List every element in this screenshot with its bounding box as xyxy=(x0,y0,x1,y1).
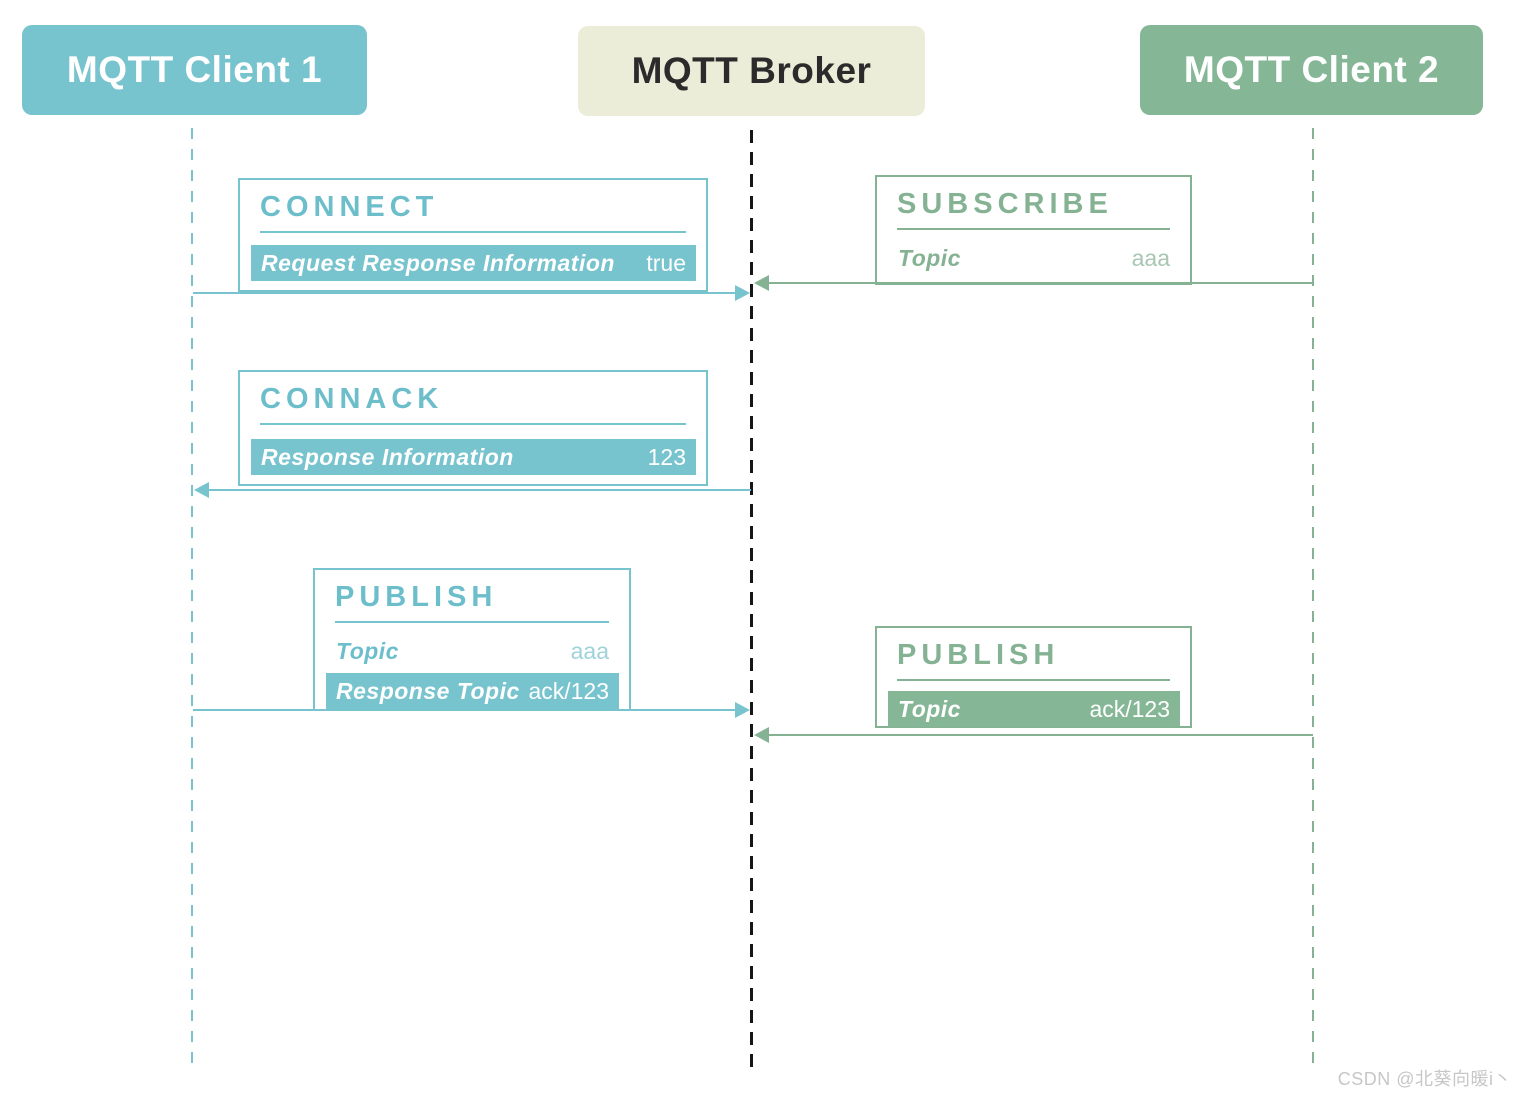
property-value: ack/123 xyxy=(528,677,609,704)
property-label: Topic xyxy=(898,695,961,722)
property-row: Topic aaa xyxy=(326,633,619,669)
lifeline-broker xyxy=(750,130,753,1070)
message-rows: Topic aaa Response Topic ack/123 xyxy=(315,623,629,718)
property-row: Topic ack/123 xyxy=(888,691,1180,727)
message-card-publish-client2: PUBLISH Topic ack/123 xyxy=(875,626,1192,728)
actor-label: MQTT Client 1 xyxy=(66,49,323,90)
title-divider xyxy=(897,228,1170,230)
actor-mqtt-client-1: MQTT Client 1 xyxy=(22,25,367,115)
message-title: CONNECT xyxy=(260,191,439,223)
arrow-connect-client1-to-broker xyxy=(193,285,750,301)
title-divider xyxy=(335,621,609,623)
message-title: CONNACK xyxy=(260,383,444,415)
message-card-publish-client1: PUBLISH Topic aaa Response Topic ack/123 xyxy=(313,568,631,711)
message-rows: Topic aaa xyxy=(877,230,1190,285)
property-value: aaa xyxy=(570,637,609,664)
arrowhead-left-icon xyxy=(754,275,769,291)
message-card-connect: CONNECT Request Response Information tru… xyxy=(238,178,708,292)
lifeline-client2 xyxy=(1312,128,1314,1070)
title-divider xyxy=(260,231,686,233)
arrowhead-left-icon xyxy=(194,482,209,498)
message-card-connack: CONNACK Response Information 123 xyxy=(238,370,708,486)
arrowhead-left-icon xyxy=(754,727,769,743)
actor-label: MQTT Client 2 xyxy=(1183,49,1440,90)
message-title: SUBSCRIBE xyxy=(897,188,1113,220)
property-value: true xyxy=(646,249,686,276)
message-card-subscribe: SUBSCRIBE Topic aaa xyxy=(875,175,1192,285)
arrow-connack-broker-to-client1 xyxy=(194,482,751,498)
arrow-publish-client1-to-broker xyxy=(193,702,750,718)
property-label: Topic xyxy=(898,244,961,271)
message-title: PUBLISH xyxy=(335,581,498,613)
property-label: Request Response Information xyxy=(261,249,615,276)
actor-mqtt-broker: MQTT Broker xyxy=(578,26,925,116)
property-value: 123 xyxy=(647,443,686,470)
property-row: Request Response Information true xyxy=(251,245,696,281)
property-value: aaa xyxy=(1131,244,1170,271)
property-label: Topic xyxy=(336,637,399,664)
property-label: Response Information xyxy=(261,443,514,470)
property-row: Topic aaa xyxy=(888,240,1180,276)
watermark-text: CSDN @北葵向暖i丶 xyxy=(1337,1069,1512,1089)
property-label: Response Topic xyxy=(336,677,520,704)
title-divider xyxy=(897,679,1170,681)
actor-mqtt-client-2: MQTT Client 2 xyxy=(1140,25,1483,115)
message-rows: Request Response Information true xyxy=(240,233,706,290)
actor-label: MQTT Broker xyxy=(631,50,872,91)
property-value: ack/123 xyxy=(1089,695,1170,722)
message-rows: Topic ack/123 xyxy=(877,681,1190,736)
property-row: Response Information 123 xyxy=(251,439,696,475)
message-title: PUBLISH xyxy=(897,639,1060,671)
arrowhead-right-icon xyxy=(735,702,750,718)
arrowhead-right-icon xyxy=(735,285,750,301)
arrow-subscribe-client2-to-broker xyxy=(754,275,1313,291)
message-rows: Response Information 123 xyxy=(240,425,706,484)
lifeline-client1 xyxy=(191,128,193,1070)
property-row: Response Topic ack/123 xyxy=(326,673,619,709)
arrow-publish-client2-broker xyxy=(754,727,1313,743)
title-divider xyxy=(260,423,686,425)
